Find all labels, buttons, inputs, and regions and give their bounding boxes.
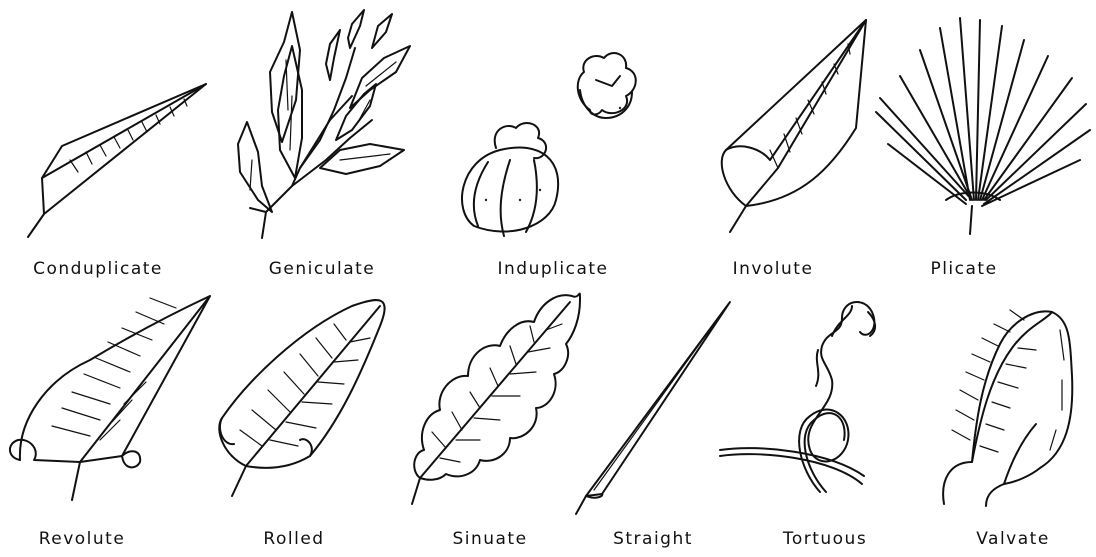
label-plicate: Plicate (930, 259, 997, 279)
label-valvate: Valvate (976, 529, 1050, 549)
label-geniculate: Geniculate (269, 259, 376, 279)
straight-leaf-drawing (576, 302, 730, 514)
sinuate-leaf-drawing (412, 294, 580, 504)
label-sinuate: Sinuate (452, 529, 527, 549)
label-tortuous: Tortuous (783, 529, 867, 549)
revolute-leaf-drawing (10, 296, 210, 500)
label-induplicate: Induplicate (498, 259, 609, 279)
label-revolute: Revolute (39, 529, 126, 549)
label-rolled: Rolled (263, 529, 324, 549)
plicate-fan-drawing (876, 18, 1090, 234)
conduplicate-leaf-drawing (28, 84, 206, 237)
rolled-leaf-drawing (219, 300, 384, 496)
involute-leaf-drawing (722, 20, 866, 232)
tortuous-tendril-drawing (720, 302, 875, 492)
label-straight: Straight (613, 529, 693, 549)
geniculate-branch-drawing (238, 10, 410, 238)
label-involute: Involute (733, 259, 814, 279)
valvate-leaf-drawing (943, 310, 1072, 506)
label-conduplicate: Conduplicate (33, 259, 163, 279)
induplicate-bud-drawing (462, 53, 636, 236)
